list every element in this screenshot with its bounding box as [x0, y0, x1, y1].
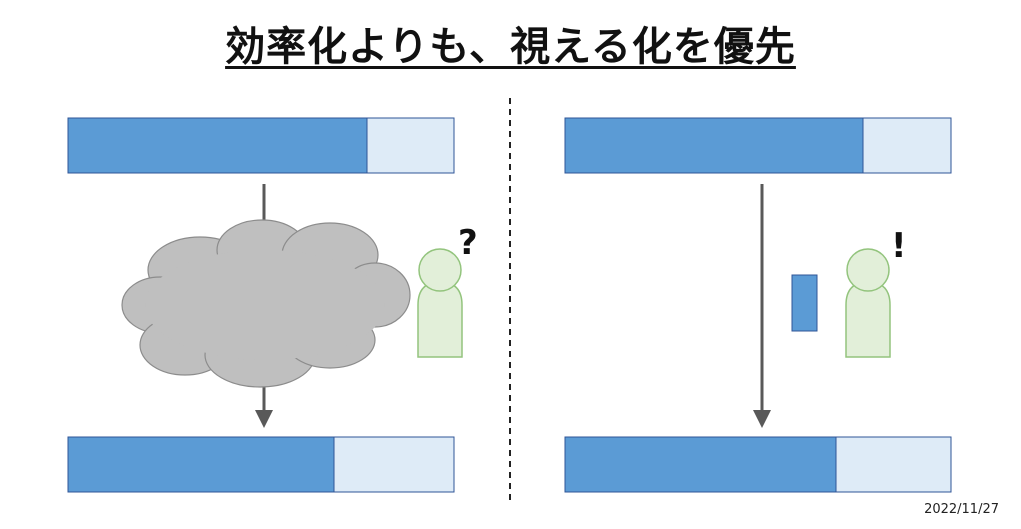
left-bottom-bar-fill: [67, 436, 335, 493]
right-arrow-head: [753, 410, 771, 428]
right-top-bar: [564, 117, 952, 174]
right-top-bar-fill: [564, 117, 864, 174]
right-person-head: [846, 248, 890, 292]
left-top-bar-fill: [67, 117, 368, 174]
left-top-bar: [67, 117, 455, 174]
left-person: [417, 248, 463, 358]
left-person-head: [418, 248, 462, 292]
date-label: 2022/11/27: [924, 502, 999, 517]
left-arrow-head: [255, 410, 273, 428]
right-person: [845, 248, 891, 358]
left-bottom-bar: [67, 436, 455, 493]
right-bottom-bar: [564, 436, 952, 493]
left-panel: ?: [67, 117, 478, 493]
left-person-body: [417, 281, 463, 358]
page-title: 効率化よりも、視える化を優先: [0, 14, 1021, 72]
right-bottom-bar-fill: [564, 436, 837, 493]
page-title-text: 効率化よりも、視える化を優先: [225, 24, 796, 70]
right-panel: !: [564, 117, 952, 493]
right-person-body: [845, 281, 891, 358]
visible-task-block: [791, 274, 818, 332]
exclamation-mark: !: [891, 226, 907, 266]
question-mark: ?: [458, 223, 478, 263]
